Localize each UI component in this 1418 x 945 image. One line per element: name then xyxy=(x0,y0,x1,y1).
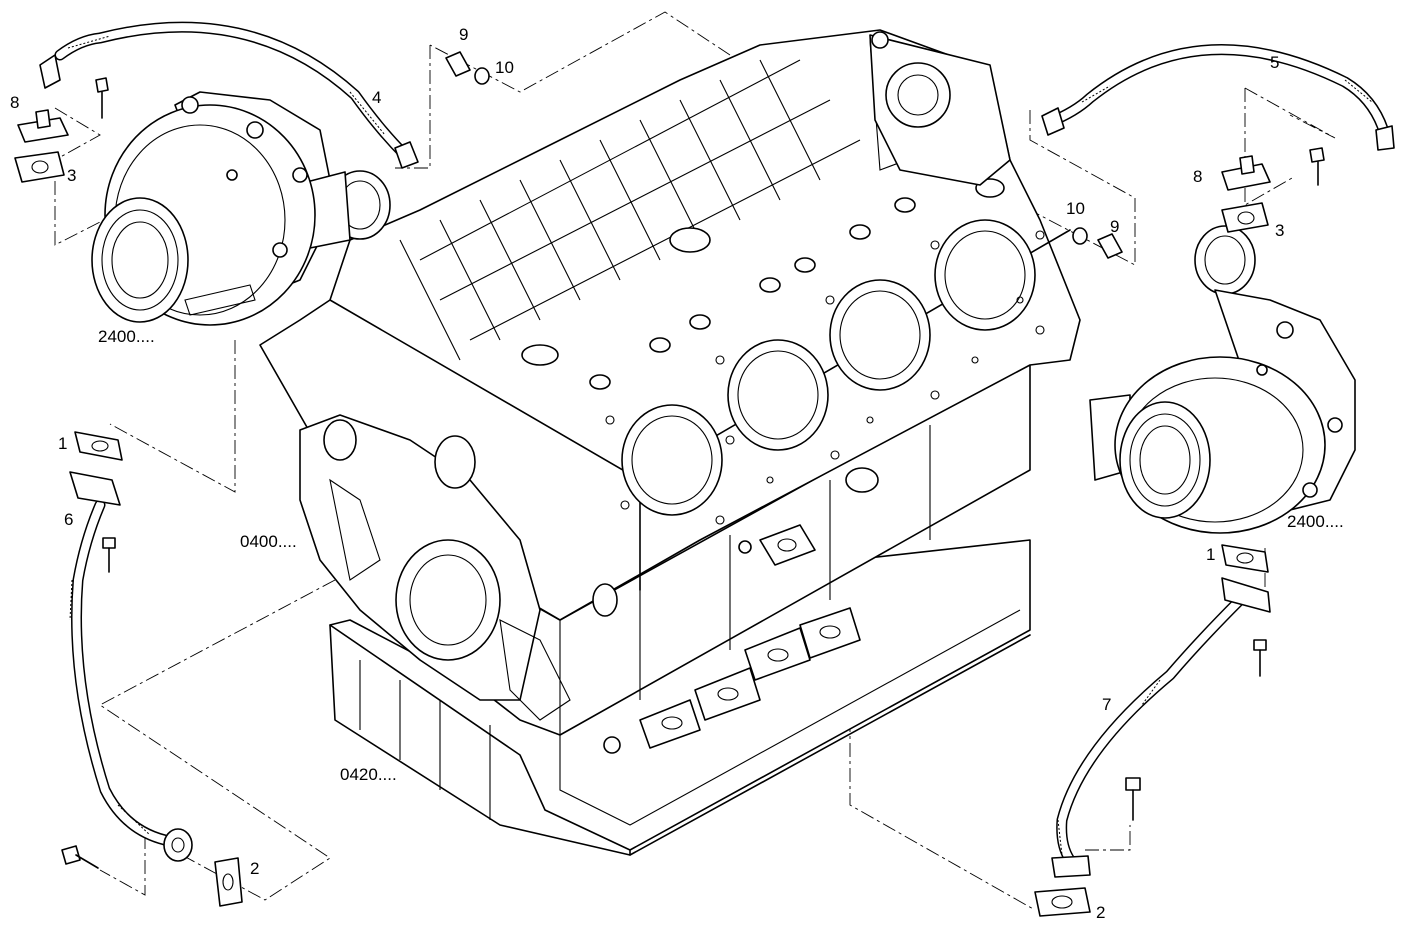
oil-hoses xyxy=(39,21,1395,866)
hose-7 xyxy=(1056,594,1246,866)
label-part-2-right: 2 xyxy=(1096,903,1105,922)
label-part-9-right: 9 xyxy=(1110,217,1119,236)
label-part-1-right: 1 xyxy=(1206,545,1215,564)
rear-flange xyxy=(869,31,1011,186)
block-bosses xyxy=(521,178,1005,390)
head-bolt-holes xyxy=(605,230,1045,525)
cylinder-bores xyxy=(621,219,1036,516)
label-part-10-right: 10 xyxy=(1066,199,1085,218)
label-part-10-top: 10 xyxy=(495,58,514,77)
label-part-8-left: 8 xyxy=(10,93,19,112)
label-part-5: 5 xyxy=(1270,53,1279,72)
label-part-4: 4 xyxy=(372,88,381,107)
small-parts xyxy=(14,51,1325,917)
front-timing-face xyxy=(299,414,618,721)
label-part-2-left: 2 xyxy=(250,859,259,878)
label-part-9-top: 9 xyxy=(459,25,468,44)
left-turbocharger xyxy=(91,91,391,326)
label-part-8-right: 8 xyxy=(1193,167,1202,186)
block-mounting-ears xyxy=(603,607,861,754)
label-ref-block: 0400.... xyxy=(240,532,297,551)
label-part-1-left: 1 xyxy=(58,434,67,453)
label-part-3-left: 3 xyxy=(67,166,76,185)
label-part-3-right: 3 xyxy=(1275,221,1284,240)
label-part-6: 6 xyxy=(64,510,73,529)
right-turbocharger xyxy=(1089,225,1356,534)
callout-labels: 8 3 4 9 10 2400.... 1 6 0400.... 0420...… xyxy=(10,25,1344,922)
label-ref-turbo-left: 2400.... xyxy=(98,327,155,346)
block-oil-port xyxy=(738,467,879,566)
label-ref-turbo-right: 2400.... xyxy=(1287,512,1344,531)
label-part-7: 7 xyxy=(1102,695,1111,714)
engine-block-assembly xyxy=(259,29,1081,856)
hose-6 xyxy=(71,499,171,846)
label-ref-oilpan: 0420.... xyxy=(340,765,397,784)
